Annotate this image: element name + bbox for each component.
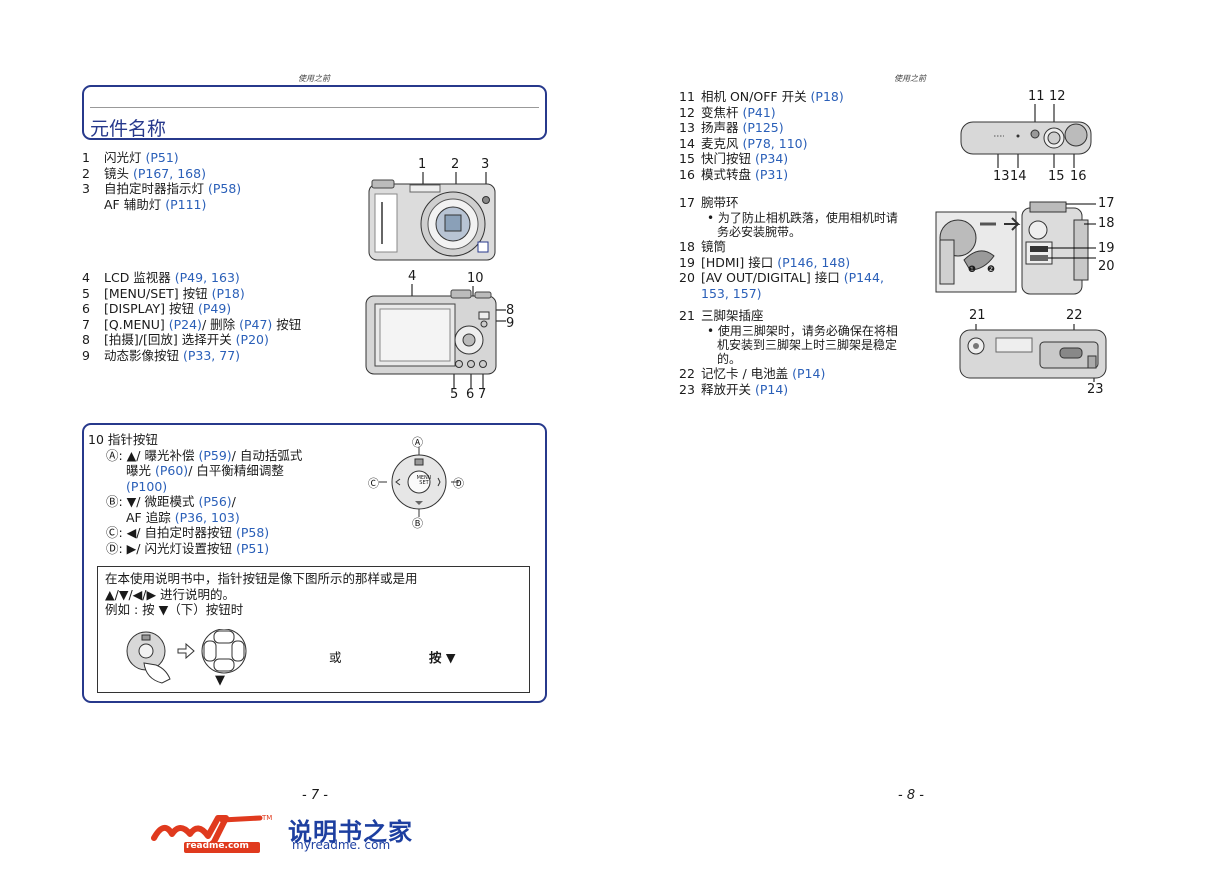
page-number-right: - 8 - [898, 788, 924, 803]
cursor-label-d: Ⓓ [453, 477, 464, 490]
or-text: 或 [329, 650, 342, 665]
logo-badge-text: readme.com [186, 841, 249, 851]
list-item: 7[Q.MENU] (P24)/ 删除 (P47) 按钮 [82, 316, 302, 332]
cursor-title: 10 指针按钮 [88, 432, 158, 447]
callout-14: 14 [1010, 169, 1027, 184]
callout-19: 19 [1098, 241, 1115, 256]
camera-front-diagram [368, 172, 496, 261]
callout-9: 9 [506, 316, 515, 331]
cursor-label-b: Ⓑ [412, 517, 423, 530]
callout-20: 20 [1098, 259, 1115, 274]
left-page-header: 使用之前 [298, 74, 330, 83]
callout-21: 21 [969, 308, 986, 323]
callout-7: 7 [478, 387, 487, 402]
press-down-illustration [126, 629, 247, 684]
callout-10: 10 [467, 271, 484, 286]
cursor-a-item: Ⓐ: ▲/ 曝光补偿 (P59)/ 自动括弧式 曝光 (P60)/ 白平衡精细调… [106, 447, 303, 494]
callout-8: 8 [506, 303, 515, 318]
section-title: 元件名称 [90, 118, 167, 140]
cursor-d-item: Ⓓ: ▶/ 闪光灯设置按钮 (P51) [106, 540, 270, 556]
cursor-label-a: Ⓐ [412, 436, 423, 449]
note-line-2: ▲/▼/◀/▶ 进行说明的。 [105, 586, 236, 602]
section-title-box: 元件名称 [82, 85, 547, 140]
strap-step-2: ❷ [987, 265, 996, 275]
logo-brand-url: myreadme. com [292, 838, 391, 852]
press-down-text: 按 ▼ [429, 650, 456, 665]
strap-step-1: ❶ [968, 265, 977, 275]
list-item: 19[HDMI] 接口 (P146, 148) [679, 254, 851, 270]
callout-17: 17 [1098, 196, 1115, 211]
callout-16: 16 [1070, 169, 1087, 184]
logo-tm: TM [262, 814, 273, 822]
logo-brand-cn: 说明书之家 [288, 818, 413, 846]
callout-4: 4 [408, 269, 417, 284]
callout-22: 22 [1066, 308, 1083, 323]
note-line-3: 例如 : 按 ▼（下）按钮时 [105, 602, 244, 617]
callout-18: 18 [1098, 216, 1115, 231]
list-item: 20[AV OUT/DIGITAL] 接口 (P144, [679, 270, 884, 285]
camera-bottom-diagram [959, 324, 1107, 382]
title-rule [90, 107, 539, 108]
callout-6: 6 [466, 387, 475, 402]
callout-13: 13 [993, 169, 1010, 184]
callout-2: 2 [451, 157, 460, 172]
cursor-button-box: 10 指针按钮 Ⓐ: ▲/ 曝光补偿 (P59)/ 自动括弧式 曝光 (P60)… [82, 423, 547, 703]
list-item-sub: AF 辅助灯 (P111) [104, 196, 207, 212]
note-box: 在本使用说明书中，指针按钮是像下图所示的那样或是用 ▲/▼/◀/▶ 进行说明的。… [97, 566, 530, 693]
callout-12: 12 [1049, 89, 1066, 104]
page-number-left: - 7 - [302, 788, 328, 803]
cursor-b-item: Ⓑ: ▼/ 微距模式 (P56)/ AF 追踪 (P36, 103) [106, 494, 240, 525]
callout-5: 5 [450, 387, 459, 402]
callout-23: 23 [1087, 382, 1104, 397]
myreadme-logo [151, 815, 263, 853]
right-page-header: 使用之前 [894, 74, 926, 83]
camera-top-diagram [960, 104, 1092, 168]
menu-set-label: MENU SET [416, 475, 432, 486]
list-item: 5[MENU/SET] 按钮 (P18) [82, 285, 245, 301]
callout-3: 3 [481, 157, 490, 172]
camera-back-diagram [365, 284, 506, 388]
callout-11: 11 [1028, 89, 1045, 104]
down-arrow-icon: ▼ [215, 673, 225, 688]
list-item: 6[DISPLAY] 按钮 (P49) [82, 301, 232, 316]
cursor-c-item: Ⓒ: ◀/ 自拍定时器按钮 (P58) [106, 525, 270, 540]
list-item: 8[拍摄]/[回放] 选择开关 (P20) [82, 332, 269, 347]
camera-side-diagram [935, 201, 1096, 295]
note-line-1: 在本使用说明书中，指针按钮是像下图所示的那样或是用 [105, 571, 418, 586]
callout-15: 15 [1048, 169, 1065, 184]
cursor-label-c: Ⓒ [368, 477, 379, 490]
cursor-button-diagram [379, 447, 459, 517]
callout-1: 1 [418, 157, 427, 172]
